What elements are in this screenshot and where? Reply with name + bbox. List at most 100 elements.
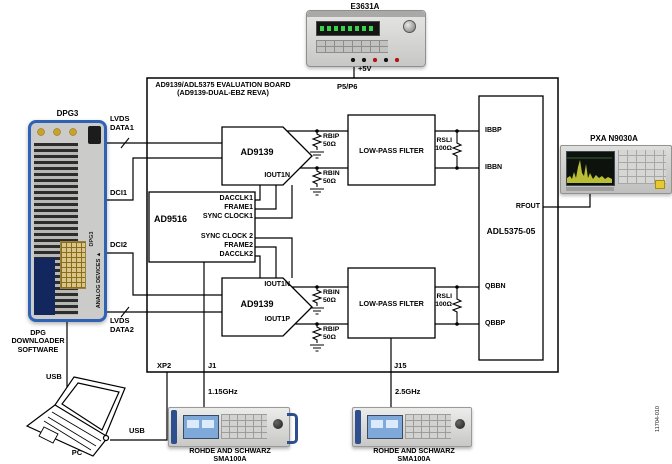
j15-label: J15	[394, 361, 407, 370]
dpg3-connectors-gold	[33, 125, 93, 139]
lpf-top-label: LOW-PASS FILTER	[359, 146, 424, 155]
ad9516-block	[148, 191, 256, 263]
dpg3-label-patch	[34, 258, 55, 315]
laptop-key-rows	[43, 411, 102, 451]
generator-knob	[273, 419, 283, 429]
evaluation-board-outline	[146, 77, 559, 373]
resistor-rsli-bottom	[451, 287, 463, 324]
generator-screen	[183, 415, 219, 439]
usb-left-label: USB	[46, 372, 62, 381]
generator-rack-handle	[355, 410, 361, 444]
power-supply-digits	[320, 26, 376, 31]
e3631a-power-supply	[306, 10, 426, 67]
resistor-rbin-bottom	[311, 288, 323, 306]
blocks	[148, 95, 544, 361]
rsli-top-label: RSLI 100Ω	[435, 137, 452, 152]
ad9139-bottom-block	[221, 277, 313, 337]
qbbp-label: QBBP	[485, 320, 506, 327]
pc-label: PC	[71, 448, 83, 457]
ground-rbip-top	[310, 151, 324, 159]
power-supply-keypad	[316, 40, 388, 53]
pxa-n9030a-analyzer	[560, 145, 672, 194]
laptop-hinge	[102, 434, 110, 442]
dpg3-vendor-logo	[88, 126, 101, 144]
dpg3-module: DPG3 ANALOG DEVICES ▲	[28, 120, 107, 322]
resistor-rsli-top	[451, 131, 463, 168]
lvds-data2-label: LVDS DATA2	[110, 316, 134, 334]
power-supply-display	[316, 21, 380, 36]
sync-clock1-label: SYNC CLOCK1	[202, 213, 253, 220]
lpf-bottom-block	[347, 267, 436, 339]
j1-label: J1	[208, 361, 217, 370]
adl5375-block	[478, 95, 544, 361]
resistor-rbin-top	[311, 169, 323, 187]
resistor-rbip-top	[311, 132, 323, 150]
analyzer-label: PXA N9030A	[590, 134, 638, 143]
power-supply-terminals	[349, 57, 405, 63]
sync-clock2-label: SYNC CLOCK 2	[200, 233, 253, 240]
wire-frame2	[255, 246, 277, 278]
wire-dacclk2	[255, 255, 261, 278]
generator-keypad	[221, 414, 267, 439]
usb-right-label: USB	[129, 426, 145, 435]
board-title: AD9139/ADL5375 EVALUATION BOARD (AD9139-…	[155, 80, 291, 98]
plus5v-label: +5V	[358, 64, 372, 73]
dpg3-label: DPG3	[56, 109, 79, 118]
rbin-bottom-label: RBIN 50Ω	[323, 289, 340, 304]
lpf-top-block	[347, 114, 436, 186]
wire-usb-pc-xp2	[110, 372, 168, 441]
dci2-label: DCI2	[110, 240, 128, 249]
laptop-illustration	[25, 376, 126, 457]
iout1n-top-label: IOUT1N	[264, 172, 290, 179]
wire-frame1	[255, 185, 277, 210]
analyzer-screen	[566, 151, 615, 186]
rbip-top-label: RBIP 50Ω	[323, 133, 340, 148]
bus-slash-lvds1	[120, 137, 130, 149]
lvds-data1-label: LVDS DATA1	[110, 114, 134, 132]
analyzer-power-key	[655, 180, 665, 189]
resistors	[310, 131, 463, 352]
generator-carry-handle	[287, 413, 298, 444]
laptop-keyboard	[25, 404, 109, 457]
ground-rbip-bottom	[310, 344, 324, 352]
analyzer-keypad	[618, 150, 666, 184]
wire-dacclk1	[255, 185, 261, 201]
iout1p-bottom-label: IOUT1P	[264, 316, 290, 323]
spectrum-trace	[567, 157, 612, 183]
laptop-trackpad	[38, 426, 59, 444]
generator-knob	[455, 419, 465, 429]
generator-keypad	[405, 414, 451, 439]
adl5375-label: ADL5375-05	[486, 226, 536, 236]
sma100a-generator-1	[168, 407, 298, 447]
iout1n-bottom-label: IOUT1N	[264, 281, 290, 288]
figure-number: 11704-010	[655, 406, 661, 432]
rfout-label: RFOUT	[515, 203, 540, 210]
analog-devices-logo: ANALOG DEVICES ▲	[96, 251, 102, 309]
ground-rbin-bottom	[310, 307, 324, 315]
ad9139-top-block	[221, 126, 313, 186]
wire-dci2	[107, 252, 222, 296]
lpf-bottom-label: LOW-PASS FILTER	[359, 299, 424, 308]
generator2-caption: ROHDE AND SCHWARZ SMA100A	[373, 446, 455, 464]
power-supply-bezel	[307, 11, 425, 17]
laptop-screen-inner	[61, 382, 120, 431]
rsli-bottom-label: RSLI 100Ω	[435, 293, 452, 308]
qbbn-label: QBBN	[485, 283, 506, 290]
frame2-label: FRAME2	[224, 242, 253, 249]
ground-rbin-top	[310, 188, 324, 196]
generator-screen	[367, 415, 403, 439]
bus-slash-lvds2	[120, 306, 130, 318]
wire-dci1	[107, 157, 222, 201]
resistor-rbip-bottom	[311, 325, 323, 343]
wire-sync-clock1	[255, 185, 293, 219]
power-supply-knob	[403, 20, 416, 33]
dacclk1-label: DACCLK1	[219, 195, 253, 202]
dacclk2-label: DACCLK2	[219, 251, 253, 258]
dpg-software-label: DPG DOWNLOADER SOFTWARE	[11, 328, 65, 354]
ibbn-label: IBBN	[485, 164, 503, 171]
generator1-caption: ROHDE AND SCHWARZ SMA100A	[189, 446, 271, 464]
freq1-label: 1.15GHz	[208, 387, 238, 396]
ibbp-label: IBBP	[485, 127, 502, 134]
junction-dots	[315, 129, 459, 326]
rbin-top-label: RBIN 50Ω	[323, 170, 340, 185]
